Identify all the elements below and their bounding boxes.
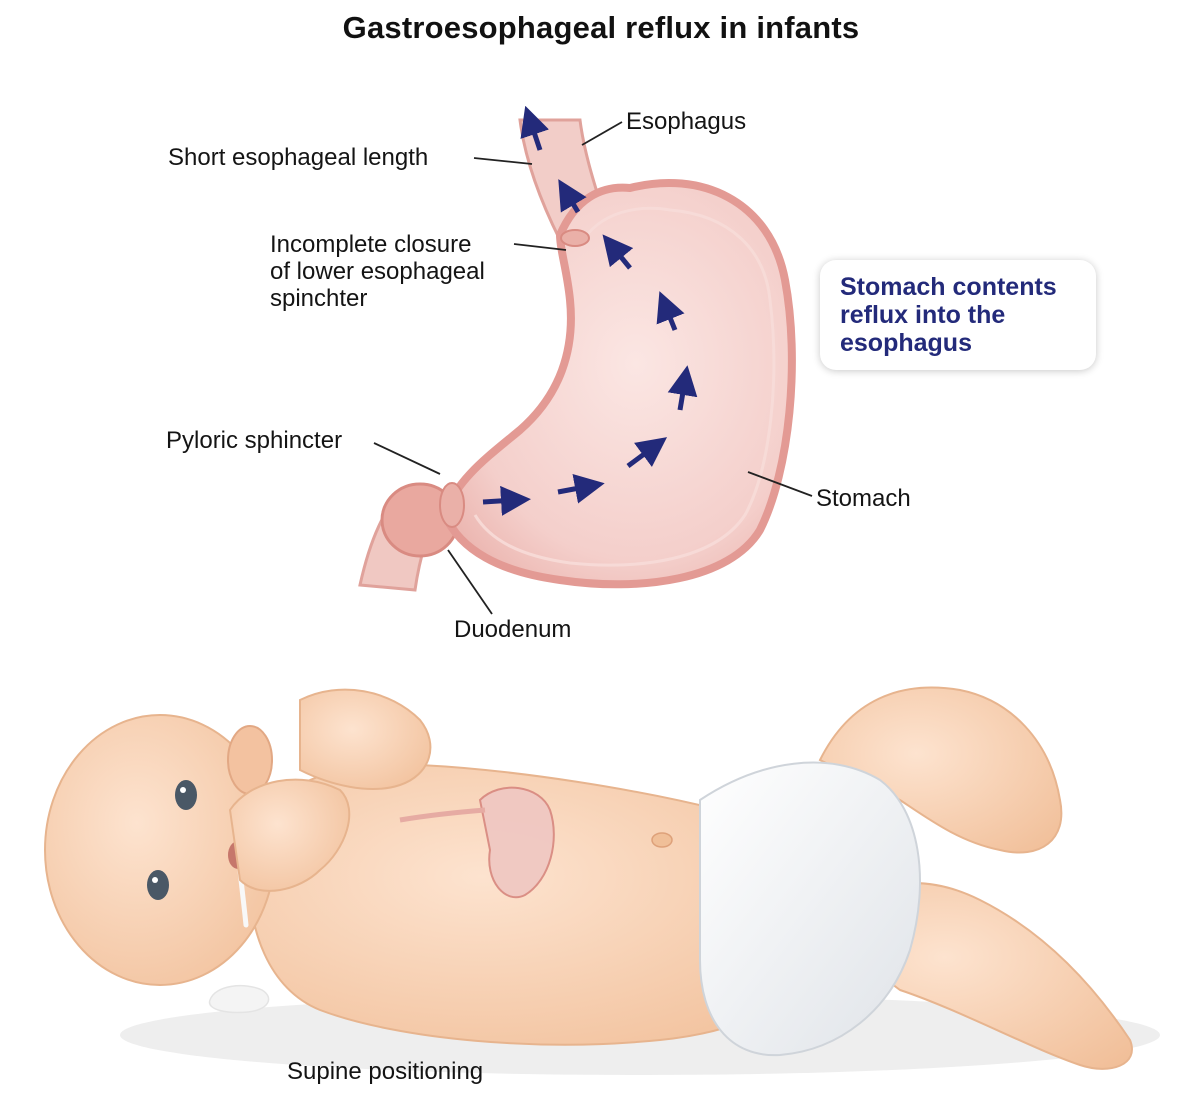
- callout-line-1: Stomach contents: [840, 273, 1057, 301]
- pyloric-sphincter-shape: [439, 482, 465, 528]
- upper-arm: [299, 688, 432, 791]
- diaper: [699, 761, 921, 1057]
- hand: [228, 778, 351, 892]
- label-supine-positioning: Supine positioning: [287, 1058, 484, 1085]
- label-incomplete-closure-line-3: spinchter: [270, 285, 368, 312]
- label-stomach: Stomach: [816, 485, 911, 512]
- reflux-arrows: [482, 105, 698, 516]
- label-incomplete-closure: Incomplete closure of lower esophageal s…: [270, 231, 485, 312]
- label-incomplete-closure-line-1: Incomplete closure: [270, 231, 472, 258]
- upper-leg: [818, 686, 1063, 854]
- eye-upper: [175, 780, 197, 810]
- stomach-shape: [440, 178, 796, 589]
- infant-illustration: [44, 686, 1160, 1075]
- stomach-illustration: [358, 105, 813, 615]
- callout-line-3: esophagus: [840, 329, 972, 357]
- callout-line-2: reflux into the: [840, 301, 1006, 329]
- label-duodenum: Duodenum: [454, 616, 572, 643]
- reflux-callout: Stomach contents reflux into the esophag…: [820, 260, 1096, 370]
- spit-puddle: [208, 984, 270, 1014]
- les-shape: [560, 229, 590, 247]
- leader-lines: [373, 121, 813, 615]
- navel: [651, 832, 673, 848]
- label-incomplete-closure-line-2: of lower esophageal: [270, 258, 485, 285]
- label-short-esophageal-length: Short esophageal length: [168, 144, 429, 171]
- eye-lower: [147, 870, 169, 900]
- diagram-title: Gastroesophageal reflux in infants: [342, 10, 860, 45]
- infant-stomach: [478, 786, 555, 899]
- label-pyloric-sphincter: Pyloric sphincter: [166, 427, 343, 454]
- label-esophagus: Esophagus: [626, 108, 747, 135]
- callout-text: Stomach contents reflux into the esophag…: [840, 273, 1057, 357]
- infant-esophagus: [399, 807, 486, 823]
